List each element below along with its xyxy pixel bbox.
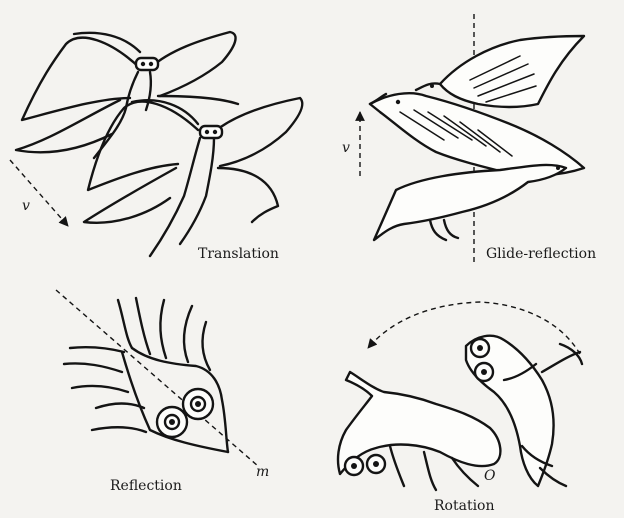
glide-bird-upper xyxy=(416,36,584,107)
mirror-line-symbol: m xyxy=(256,464,269,480)
reflection-eyes xyxy=(157,389,213,437)
glide-vector-symbol: v xyxy=(342,140,350,156)
reflection-label: Reflection xyxy=(110,478,182,494)
glide-reflection-label: Glide-reflection xyxy=(486,246,596,262)
rotation-center-symbol: O xyxy=(484,468,495,484)
rotation-label: Rotation xyxy=(434,498,495,514)
rotation-lizard-a xyxy=(338,372,500,490)
translation-creature-front xyxy=(84,98,302,256)
rotation-panel xyxy=(338,302,582,490)
reflection-panel xyxy=(56,290,258,466)
translation-vector-symbol: v xyxy=(22,198,30,214)
translation-label: Translation xyxy=(198,246,279,262)
glide-bird-middle xyxy=(370,93,584,175)
glide-reflection-panel xyxy=(360,14,584,262)
glide-bird-lower xyxy=(374,165,566,240)
translation-panel xyxy=(10,32,302,256)
translation-vector-arrow xyxy=(10,160,68,226)
